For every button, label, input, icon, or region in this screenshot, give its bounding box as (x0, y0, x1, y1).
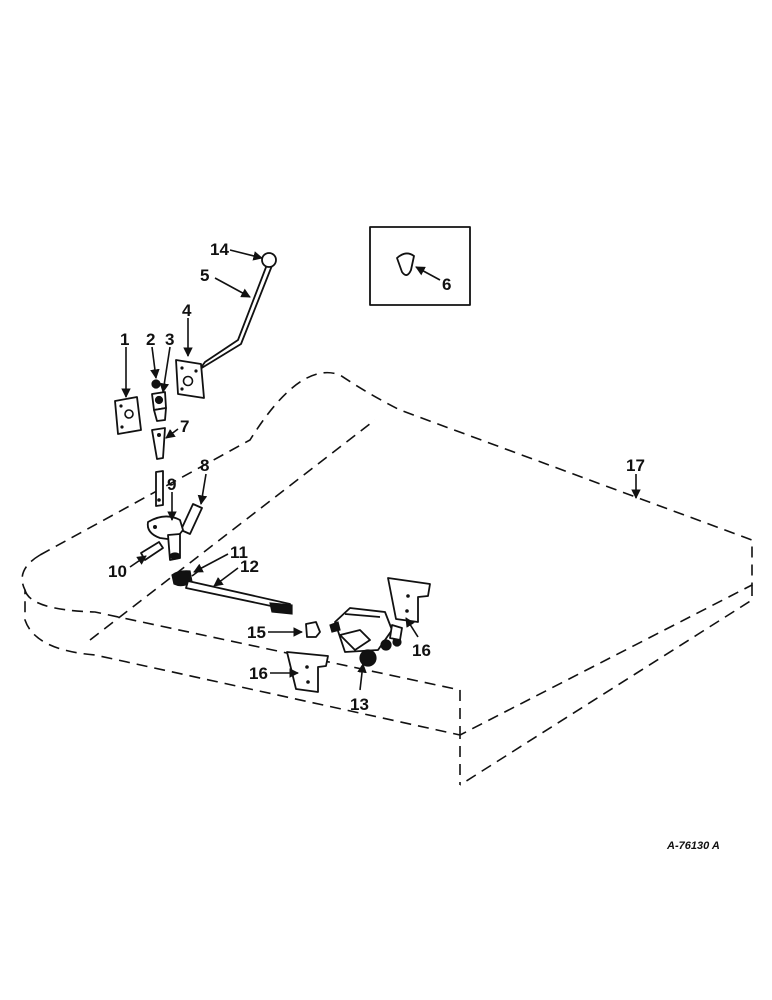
plate-4 (175, 359, 205, 399)
inset-box (369, 226, 471, 306)
lever-knob (261, 252, 277, 268)
callout-14: 14 (210, 240, 229, 259)
clip-15 (305, 621, 321, 638)
key-part (396, 252, 415, 276)
pin-8 (180, 503, 203, 535)
platform-outline (21, 371, 753, 786)
callout-4: 4 (182, 301, 192, 320)
callout-16-left: 16 (249, 664, 268, 683)
rod-to-arm (155, 470, 164, 507)
callout-3: 3 (165, 330, 174, 349)
leader-lines (121, 249, 641, 691)
valve-13 (329, 607, 403, 667)
link-7 (151, 427, 166, 460)
bracket-16-left (286, 651, 329, 693)
callout-16-right: 16 (412, 641, 431, 660)
plate-1 (114, 396, 142, 435)
control-rod-12 (185, 580, 293, 615)
callout-7: 7 (180, 417, 189, 436)
callout-6: 6 (442, 275, 451, 294)
callout-10: 10 (108, 562, 127, 581)
callout-8: 8 (200, 456, 209, 475)
callout-11: 11 (230, 543, 248, 562)
callout-13: 13 (350, 695, 369, 714)
bracket-16-right (387, 577, 431, 623)
callout-labels: 14 5 6 4 1 2 3 7 8 9 17 11 10 12 15 16 1… (108, 240, 720, 852)
shift-lever (199, 252, 277, 370)
bellcrank-9 (146, 515, 184, 561)
callout-15: 15 (247, 623, 266, 642)
callout-5: 5 (200, 266, 209, 285)
callout-2: 2 (146, 330, 155, 349)
drawing-code: A-76130 A (666, 840, 720, 852)
callout-12: 12 (240, 557, 259, 576)
callout-9: 9 (167, 475, 176, 494)
callout-1: 1 (120, 330, 129, 349)
callout-17: 17 (626, 456, 645, 475)
